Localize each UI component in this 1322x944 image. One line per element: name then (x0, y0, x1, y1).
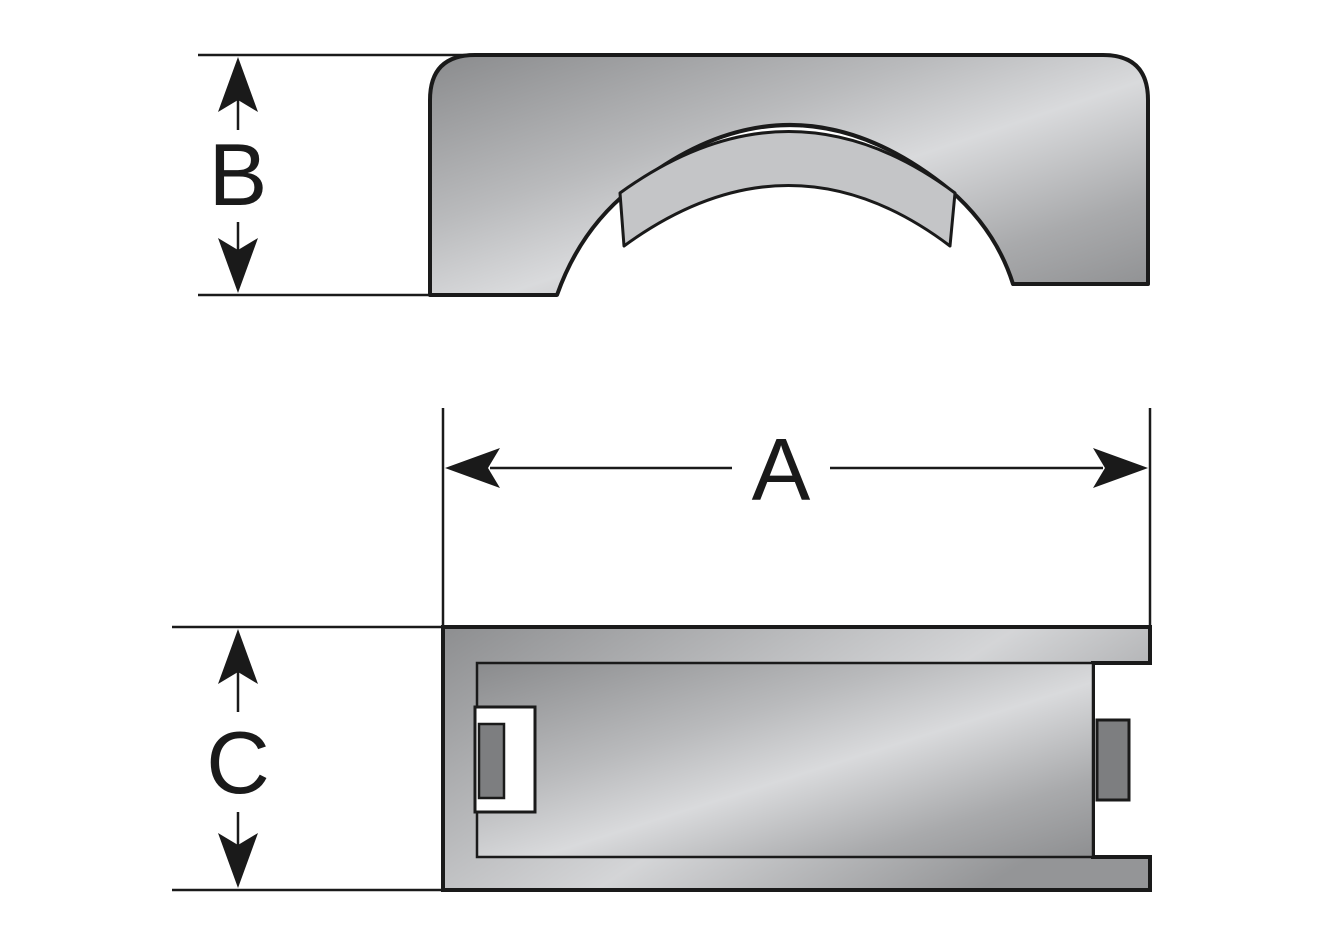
half-shell-inner-lip (618, 130, 957, 248)
arrowhead-c-up (218, 629, 258, 684)
arrowhead-b-down (218, 238, 258, 293)
arrowhead-a-right (1093, 448, 1148, 488)
right-latch-tab (1095, 718, 1131, 802)
arrowhead-c-down (218, 833, 258, 888)
dimension-label-b: B (209, 125, 268, 224)
dimension-c: C (172, 625, 443, 892)
side-body-inner-panel (475, 661, 1095, 859)
dimension-b: B (198, 53, 475, 297)
dimension-label-a: A (752, 420, 811, 519)
dimension-a: A (441, 408, 1152, 627)
top-view (428, 53, 1150, 297)
dimension-label-c: C (206, 713, 270, 812)
left-latch-tab (477, 722, 506, 800)
arrowhead-a-left (445, 448, 500, 488)
arrowhead-b-up (218, 57, 258, 112)
bottom-view (441, 625, 1152, 892)
